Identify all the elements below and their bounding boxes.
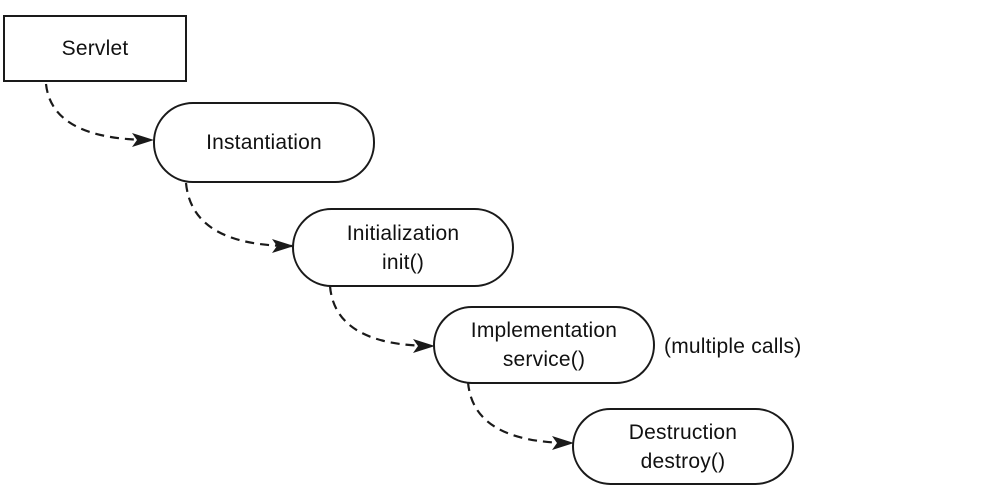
connector-initialization-implementation — [328, 285, 435, 353]
node-implementation-method: service() — [502, 348, 586, 371]
node-implementation-title: Implementation — [470, 319, 618, 342]
implementation-note: (multiple calls) — [664, 335, 802, 358]
node-instantiation-label: Instantiation — [206, 131, 322, 154]
node-instantiation: Instantiation — [153, 102, 375, 183]
connector-implementation-destruction — [466, 381, 574, 450]
node-servlet-label: Servlet — [61, 37, 129, 60]
connector-servlet-instantiation — [44, 83, 154, 147]
node-implementation: Implementation service() — [433, 306, 655, 384]
node-servlet: Servlet — [3, 15, 187, 82]
node-initialization-method: init() — [381, 250, 425, 274]
node-destruction: Destruction destroy() — [572, 408, 794, 485]
connector-instantiation-initialization — [184, 182, 294, 253]
node-initialization: Initialization init() — [292, 208, 514, 287]
node-destruction-method: destroy() — [640, 449, 726, 473]
node-initialization-title: Initialization — [346, 221, 460, 245]
node-destruction-title: Destruction — [628, 420, 738, 444]
